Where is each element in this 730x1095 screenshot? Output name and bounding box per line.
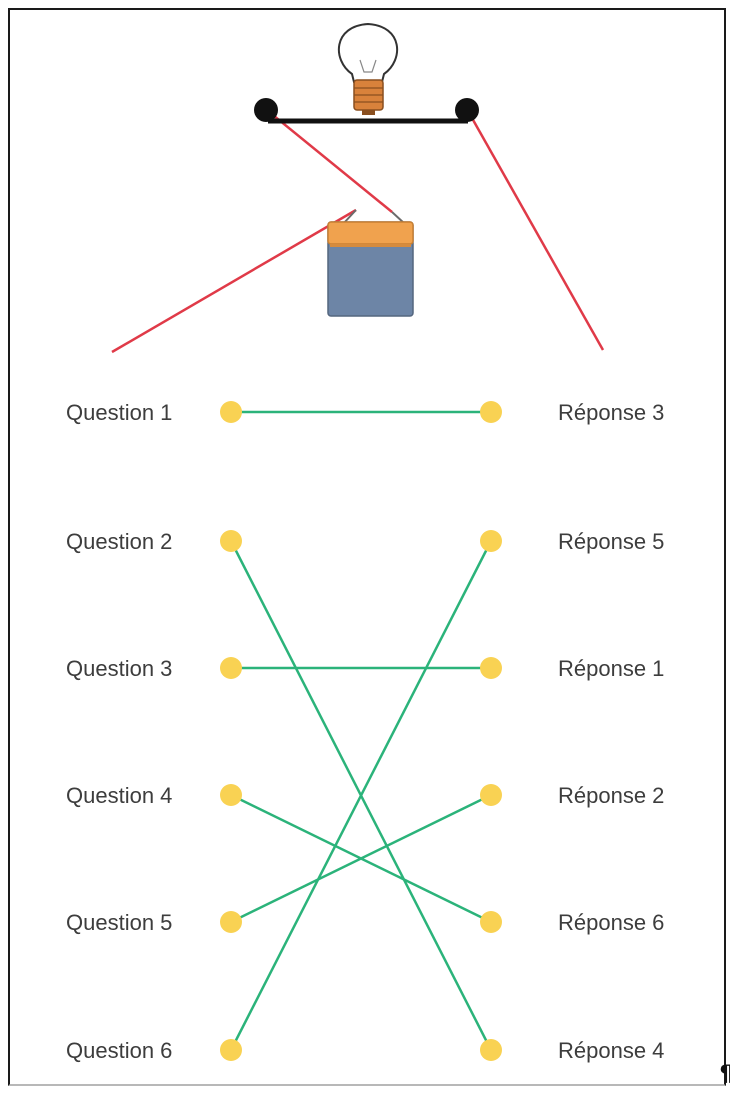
- answer-node-3[interactable]: [480, 657, 502, 679]
- wire-left-to-battery: [267, 110, 393, 213]
- circuit-illustration: [111, 22, 605, 354]
- link-question-5-to-reponse-2: [230, 793, 492, 924]
- question-node-6[interactable]: [220, 1039, 242, 1061]
- match-nodes: [220, 401, 502, 1061]
- question-label-3: Question 3: [66, 656, 172, 681]
- match-links: [229, 410, 493, 1051]
- answer-node-6[interactable]: [480, 1039, 502, 1061]
- question-label-4: Question 4: [66, 783, 172, 808]
- answer-label-6: Réponse 4: [558, 1038, 664, 1063]
- answer-node-1[interactable]: [480, 401, 502, 423]
- question-label-2: Question 2: [66, 529, 172, 554]
- question-label-5: Question 5: [66, 910, 172, 935]
- answer-label-4: Réponse 2: [558, 783, 664, 808]
- question-node-1[interactable]: [220, 401, 242, 423]
- wire-right-to-end: [466, 110, 605, 351]
- question-node-4[interactable]: [220, 784, 242, 806]
- terminal-right: [455, 98, 479, 122]
- answer-node-4[interactable]: [480, 784, 502, 806]
- paragraph-mark: ¶: [719, 1062, 730, 1087]
- answer-label-2: Réponse 5: [558, 529, 664, 554]
- answer-label-5: Réponse 6: [558, 910, 664, 935]
- light-bulb-icon: [337, 22, 399, 115]
- answer-node-5[interactable]: [480, 911, 502, 933]
- answer-node-2[interactable]: [480, 530, 502, 552]
- question-label-1: Question 1: [66, 400, 172, 425]
- question-node-2[interactable]: [220, 530, 242, 552]
- page-frame: [8, 8, 726, 1086]
- answer-label-3: Réponse 1: [558, 656, 664, 681]
- answer-label-1: Réponse 3: [558, 400, 664, 425]
- link-question-6-to-reponse-5: [229, 540, 493, 1051]
- wire-battery-to-end: [111, 208, 357, 354]
- question-label-6: Question 6: [66, 1038, 172, 1063]
- terminal-left: [254, 98, 278, 122]
- match-labels: Question 1 Question 2 Question 3 Question 4…: [66, 400, 664, 1063]
- question-node-3[interactable]: [220, 657, 242, 679]
- question-node-5[interactable]: [220, 911, 242, 933]
- battery-icon: [327, 221, 414, 317]
